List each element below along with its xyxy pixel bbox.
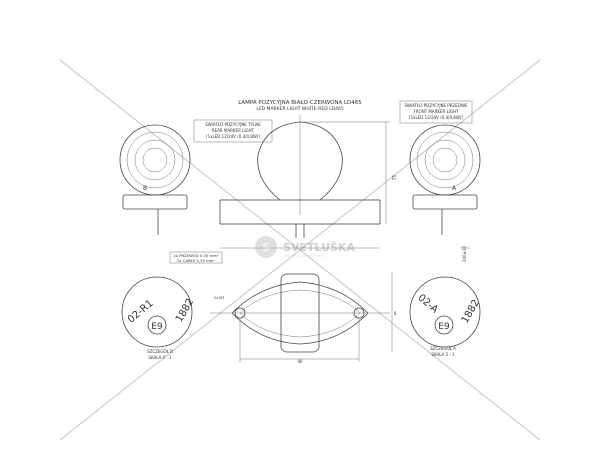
svg-text:E9: E9	[151, 322, 163, 332]
svg-text:SZCZEGÓŁ B: SZCZEGÓŁ B	[147, 349, 173, 354]
cable-label-box: 2x PRZEWÓD 0,35 mm² 2x CABLE 0,35 mm²	[169, 251, 223, 264]
svg-text:S: S	[263, 241, 270, 254]
drawing-title: LAMPA POZYCYJNA BIAŁO-CZERWONA LD465	[238, 100, 362, 106]
watermark-lines	[59, 59, 541, 441]
drawing-subtitle: LED MARKER LIGHT WHITE-RED LD465	[256, 106, 344, 112]
view-label-a: A	[452, 185, 457, 192]
svg-text:2x CABLE 0,35 mm²: 2x CABLE 0,35 mm²	[177, 258, 216, 263]
dim-hole-spacing: 46	[297, 359, 303, 364]
top-view: 46 2x Ø3 8	[210, 272, 397, 364]
svg-text:02-A: 02-A	[415, 292, 440, 315]
dim-cable-length: 200±10	[462, 245, 467, 262]
svg-text:E9: E9	[438, 322, 450, 332]
svg-text:SKALA 5 : 1: SKALA 5 : 1	[148, 355, 172, 360]
front-label-box: ŚWIATŁO POZYCYJNE PRZEDNIE FRONT MARKER …	[399, 100, 473, 124]
detail-b: 02-R1 E9 1882 SZCZEGÓŁ B SKALA 5 : 1	[121, 276, 196, 360]
rear-label-box: ŚWIATŁO POZYCYJNE TYLNE REAR MARKER LIGH…	[193, 119, 273, 143]
dim-width: 8	[394, 311, 397, 316]
front-view: A	[409, 124, 481, 235]
svg-text:[1xLED 12/24V (0,4/0,8W)]: [1xLED 12/24V (0,4/0,8W)]	[409, 115, 463, 120]
svg-text:1882: 1882	[174, 297, 196, 325]
svg-text:ŚWIATŁO POZYCYJNE TYLNE: ŚWIATŁO POZYCYJNE TYLNE	[205, 122, 261, 127]
watermark-logo: S SVETLUŠKA VAŠE CESTA K NÁKUPU SVĚTEL	[255, 236, 355, 258]
rear-view: B	[119, 124, 191, 235]
dim-hole: 2x Ø3	[214, 295, 224, 300]
view-label-b: B	[143, 185, 147, 192]
svg-text:SVETLUŠKA: SVETLUŠKA	[283, 241, 355, 254]
front-elevation: 52 200±10	[219, 115, 470, 262]
svg-text:[1xLED 12/24V (0,4/0,8W)]: [1xLED 12/24V (0,4/0,8W)]	[206, 134, 260, 139]
svg-text:ŚWIATŁO POZYCYJNE PRZEDNIE: ŚWIATŁO POZYCYJNE PRZEDNIE	[404, 103, 468, 108]
svg-text:2x PRZEWÓD 0,35 mm²: 2x PRZEWÓD 0,35 mm²	[173, 253, 219, 258]
svg-text:VAŠE CESTA K NÁKUPU SVĚTEL: VAŠE CESTA K NÁKUPU SVĚTEL	[284, 253, 325, 258]
svg-text:FRONT MARKER LIGHT: FRONT MARKER LIGHT	[413, 109, 459, 114]
dim-height: 52	[391, 175, 396, 181]
svg-text:SKALA 5 : 1: SKALA 5 : 1	[431, 352, 455, 357]
svg-text:SZCZEGÓŁ A: SZCZEGÓŁ A	[430, 346, 456, 351]
svg-text:REAR MARKER LIGHT: REAR MARKER LIGHT	[212, 128, 255, 133]
